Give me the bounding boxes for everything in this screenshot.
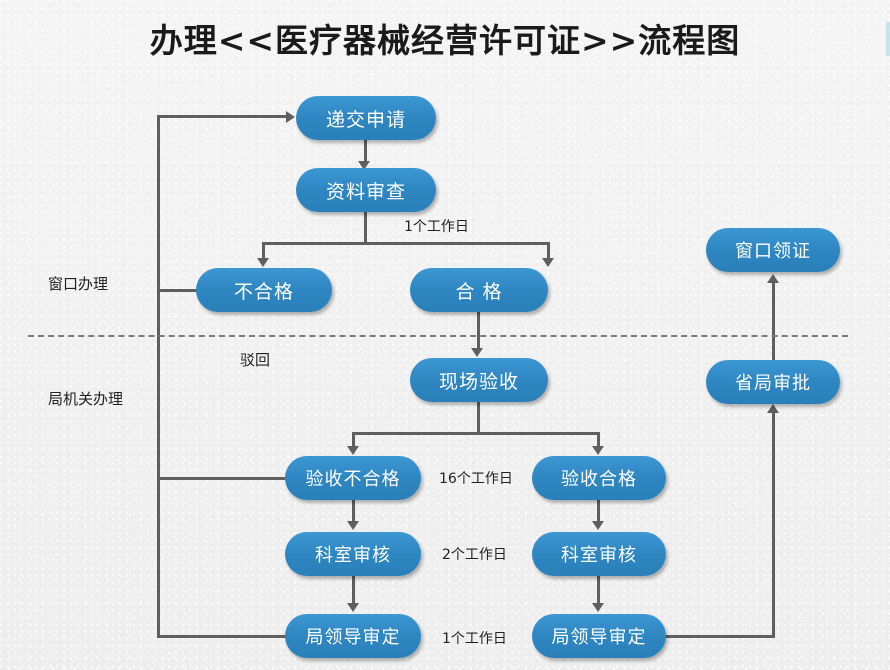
node-provincial-bureau-approval[interactable]: 省局审批	[706, 360, 840, 404]
connector-unqualified-to-trunk	[157, 289, 202, 292]
arrowhead-leader-to-approval	[767, 404, 779, 413]
connector-leader-right-to-approval	[664, 635, 775, 638]
arrowhead-qualified-to-onsite	[471, 348, 483, 357]
connector-review-to-qualified	[547, 242, 550, 260]
page-title: 办理<<医疗器械经营许可证>>流程图	[149, 21, 741, 60]
label-days-1-bot: 1个工作日	[442, 631, 507, 647]
arrowhead-approval-to-cert	[767, 274, 779, 283]
connector-onsite-down	[477, 402, 480, 434]
arrowhead-reject-to-submit	[286, 111, 295, 123]
connector-review-split-bar	[262, 242, 550, 245]
connector-reject-to-submit	[157, 115, 288, 118]
connector-review-to-unqualified	[262, 242, 265, 260]
label-days-1-top: 1个工作日	[404, 219, 469, 235]
connector-fail-to-dept	[352, 500, 355, 522]
node-qualified[interactable]: 合 格	[410, 268, 548, 312]
node-bureau-leader-approval-right[interactable]: 局领导审定	[532, 614, 666, 658]
arrowhead-pass-to-dept	[592, 521, 604, 530]
connector-reject-trunk	[157, 115, 160, 637]
node-onsite-inspection[interactable]: 现场验收	[410, 358, 548, 402]
arrowhead-review-to-unqualified	[257, 258, 269, 267]
node-document-review[interactable]: 资料审查	[296, 168, 436, 212]
node-department-review-left[interactable]: 科室审核	[285, 532, 421, 576]
node-inspection-failed[interactable]: 验收不合格	[285, 456, 421, 500]
connector-approval-riser	[772, 412, 775, 638]
label-days-16: 16个工作日	[439, 471, 513, 487]
arrowhead-review-to-qualified	[542, 258, 554, 267]
connector-insp-fail-to-trunk	[157, 477, 291, 480]
lane-divider	[28, 335, 848, 337]
node-submit-application[interactable]: 递交申请	[296, 96, 436, 140]
arrowhead-fail-to-dept	[347, 521, 359, 530]
connector-approval-to-cert	[772, 282, 775, 360]
connector-dept-to-leader-left	[352, 576, 355, 604]
connector-onsite-split-bar	[352, 432, 600, 435]
connector-leader-left-to-trunk	[157, 635, 291, 638]
connector-qualified-to-onsite	[477, 312, 480, 350]
arrowhead-dept-to-leader-right	[592, 603, 604, 612]
label-lane-bureau: 局机关办理	[48, 390, 124, 408]
connector-submit-to-review	[364, 140, 367, 164]
connector-dept-to-leader-right	[597, 576, 600, 604]
node-department-review-right[interactable]: 科室审核	[532, 532, 666, 576]
node-bureau-leader-approval-left[interactable]: 局领导审定	[285, 614, 421, 658]
label-lane-window: 窗口办理	[48, 275, 109, 293]
label-days-2: 2个工作日	[442, 547, 507, 563]
label-reject: 驳回	[240, 351, 271, 369]
arrowhead-onsite-to-pass	[592, 446, 604, 455]
arrowhead-submit-to-review	[358, 161, 370, 170]
connector-pass-to-dept	[597, 500, 600, 522]
node-unqualified[interactable]: 不合格	[196, 268, 332, 312]
connector-onsite-to-pass	[597, 432, 600, 448]
clipped-edge-element	[886, 22, 890, 56]
connector-review-down	[364, 212, 367, 244]
node-window-certificate-pickup[interactable]: 窗口领证	[706, 228, 840, 272]
node-inspection-passed[interactable]: 验收合格	[532, 456, 666, 500]
arrowhead-dept-to-leader-left	[347, 603, 359, 612]
connector-onsite-to-fail	[352, 432, 355, 448]
arrowhead-onsite-to-fail	[347, 446, 359, 455]
